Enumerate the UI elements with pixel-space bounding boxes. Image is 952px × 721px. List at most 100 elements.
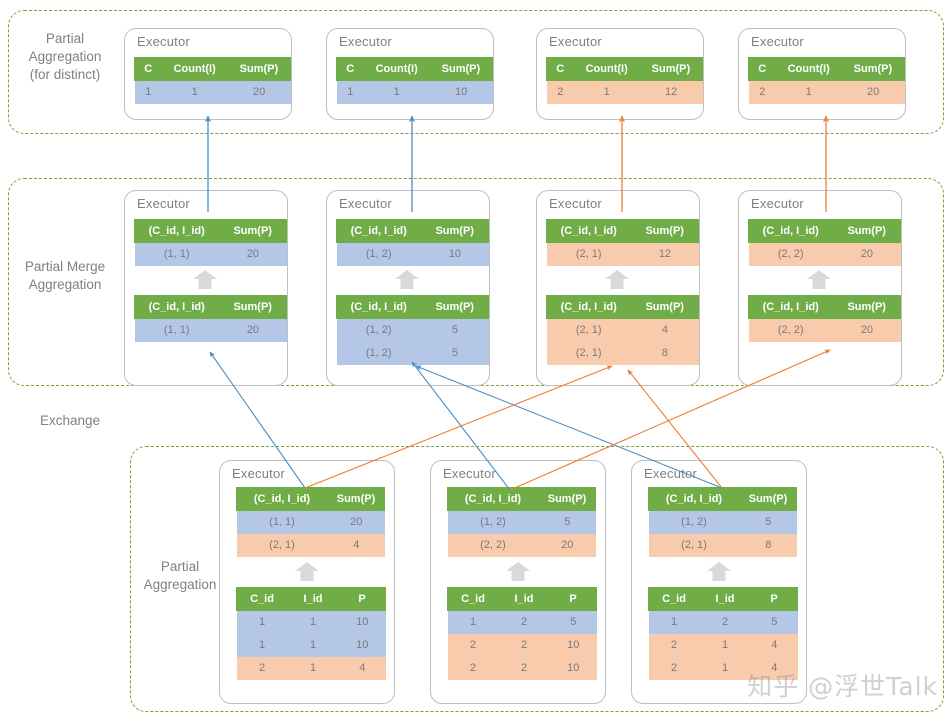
top-executor-3-table-r1-c3: 12 [639, 80, 703, 104]
middle-executor-2-input-table-r2-c2: 5 [420, 341, 489, 365]
aggregate-up-arrow-icon [806, 269, 832, 291]
bottom-executor-1-output-table-r2-c2: 4 [327, 533, 385, 557]
bottom-executor-3-input-table-r3-c1: 2 [648, 656, 700, 680]
bottom-executor-3-input-table-r1-c2: 2 [699, 610, 751, 634]
middle-executor-2-input-table-r1-c2: 5 [420, 318, 489, 342]
bottom-executor-1-output-table-col-2: Sum(P) [327, 487, 385, 511]
middle-executor-4-input-table-col-1: (C_id, I_id) [747, 295, 834, 319]
middle-executor-1-output-table-col-1: (C_id, I_id) [133, 219, 220, 243]
executor-title: Executor [232, 466, 285, 481]
bottom-executor-1-output-table-header-row: (C_id, I_id)Sum(P) [236, 487, 385, 511]
bottom-executor-2-output-table-r1-c2: 5 [538, 510, 596, 534]
aggregate-up-arrow-icon [294, 561, 320, 583]
table-row: (2, 2)20 [748, 318, 901, 342]
middle-executor-4-output-table-header-row: (C_id, I_id)Sum(P) [747, 219, 901, 243]
middle-executor-2-output-table-r1-c2: 10 [420, 242, 489, 266]
bottom-executor-1-output-table-r2-c1: (2, 1) [236, 533, 328, 557]
bottom-executor-1-input-table-r2-c2: 1 [287, 633, 339, 657]
middle-executor-4-output-table-col-1: (C_id, I_id) [747, 219, 834, 243]
bottom-executor-3-output-table-r2-c2: 8 [739, 533, 797, 557]
middle-executor-3-output-table-r1-c1: (2, 1) [546, 242, 631, 266]
bottom-executor-3-output-table-header-row: (C_id, I_id)Sum(P) [648, 487, 797, 511]
bottom-executor-2-input-table-r3-c2: 2 [498, 656, 550, 680]
middle-executor-2-output-table-header-row: (C_id, I_id)Sum(P) [335, 219, 489, 243]
stage-label-partial-aggregation-distinct: Partial Aggregation (for distinct) [28, 31, 102, 82]
top-executor-3-table-r1-c1: 2 [546, 80, 575, 104]
middle-executor-4-input-table: (C_id, I_id)Sum(P)(2, 2)20 [747, 295, 901, 342]
executor-title: Executor [443, 466, 496, 481]
middle-executor-4-input-table-col-2: Sum(P) [832, 295, 901, 319]
bottom-executor-1-output-table-r1-c2: 20 [327, 510, 385, 534]
top-executor-4-table-r1-c1: 2 [748, 80, 777, 104]
middle-executor-2: Executor(C_id, I_id)Sum(P)(1, 2)10(C_id,… [326, 190, 490, 386]
bottom-executor-3-input-table-col-1: C_id [648, 587, 700, 611]
bottom-executor-2-output-table-col-2: Sum(P) [538, 487, 596, 511]
middle-executor-4-output-table: (C_id, I_id)Sum(P)(2, 2)20 [747, 219, 901, 266]
stage-label-partial-merge-aggregation: Partial Merge Aggregation [24, 259, 106, 292]
table-row: (1, 2)5 [447, 510, 596, 534]
top-executor-2-table-r1-c3: 10 [429, 80, 493, 104]
aggregate-up-arrow-icon [192, 269, 218, 291]
middle-executor-3-input-table-col-2: Sum(P) [630, 295, 699, 319]
top-executor-3-table-col-3: Sum(P) [638, 57, 704, 81]
bottom-executor-2-input-table-r1-c3: 5 [549, 610, 597, 634]
middle-executor-3-input-table-r1-c2: 4 [630, 318, 699, 342]
bottom-executor-2-input-table-r2-c2: 2 [498, 633, 550, 657]
executor-title: Executor [339, 34, 392, 49]
middle-executor-1-output-table-col-2: Sum(P) [218, 219, 287, 243]
top-executor-1-table-col-3: Sum(P) [226, 57, 292, 81]
middle-executor-2-input-table-header-row: (C_id, I_id)Sum(P) [335, 295, 489, 319]
top-executor-4-table-r1-c2: 1 [776, 80, 842, 104]
table-row: (1, 1)20 [134, 318, 287, 342]
bottom-executor-2-output-table-col-1: (C_id, I_id) [447, 487, 539, 511]
top-executor-2-table-col-3: Sum(P) [428, 57, 494, 81]
top-executor-2-table-r1-c1: 1 [336, 80, 365, 104]
stage-label-partial-aggregation: Partial Aggregation [143, 559, 217, 592]
middle-executor-1: Executor(C_id, I_id)Sum(P)(1, 1)20(C_id,… [124, 190, 288, 386]
bottom-executor-3-output-table: (C_id, I_id)Sum(P)(1, 2)5(2, 1)8 [648, 487, 797, 557]
top-executor-3-table-col-1: C [546, 57, 575, 81]
bottom-executor-1-input-table-r2-c3: 10 [338, 633, 386, 657]
middle-executor-3-input-table-r2-c2: 8 [630, 341, 699, 365]
table-row: (2, 2)20 [447, 533, 596, 557]
executor-title: Executor [137, 196, 190, 211]
middle-executor-3-output-table-col-1: (C_id, I_id) [545, 219, 632, 243]
middle-executor-3-input-table-r2-c1: (2, 1) [546, 341, 631, 365]
middle-executor-4-input-table-header-row: (C_id, I_id)Sum(P) [747, 295, 901, 319]
table-row: (1, 2)10 [336, 242, 489, 266]
middle-executor-3-output-table: (C_id, I_id)Sum(P)(2, 1)12 [545, 219, 699, 266]
middle-executor-3-input-table-col-1: (C_id, I_id) [545, 295, 632, 319]
bottom-executor-3-input-table-r2-c3: 4 [750, 633, 798, 657]
bottom-executor-1-input-table-r3-c1: 2 [236, 656, 288, 680]
executor-title: Executor [751, 196, 804, 211]
top-executor-4-table-col-1: C [748, 57, 777, 81]
aggregate-up-arrow-icon [706, 561, 732, 583]
middle-executor-4-output-table-col-2: Sum(P) [832, 219, 901, 243]
middle-executor-1-input-table-r1-c2: 20 [218, 318, 287, 342]
top-executor-1-table-r1-c2: 1 [162, 80, 228, 104]
bottom-executor-2-input-table-r1-c2: 2 [498, 610, 550, 634]
middle-executor-2-input-table-col-1: (C_id, I_id) [335, 295, 422, 319]
bottom-executor-3: Executor(C_id, I_id)Sum(P)(1, 2)5(2, 1)8… [631, 460, 807, 704]
table-row: (2, 2)20 [748, 242, 901, 266]
middle-executor-2-input-table-r2-c1: (1, 2) [336, 341, 421, 365]
middle-executor-4-input-table-r1-c1: (2, 2) [748, 318, 833, 342]
bottom-executor-1-input-table-col-3: P [338, 587, 386, 611]
bottom-executor-3-output-table-col-1: (C_id, I_id) [648, 487, 740, 511]
bottom-executor-3-input-table-col-3: P [750, 587, 798, 611]
aggregate-up-arrow-icon [505, 561, 531, 583]
top-executor-1-table-r1-c1: 1 [134, 80, 163, 104]
bottom-executor-1-input-table-r2-c1: 1 [236, 633, 288, 657]
